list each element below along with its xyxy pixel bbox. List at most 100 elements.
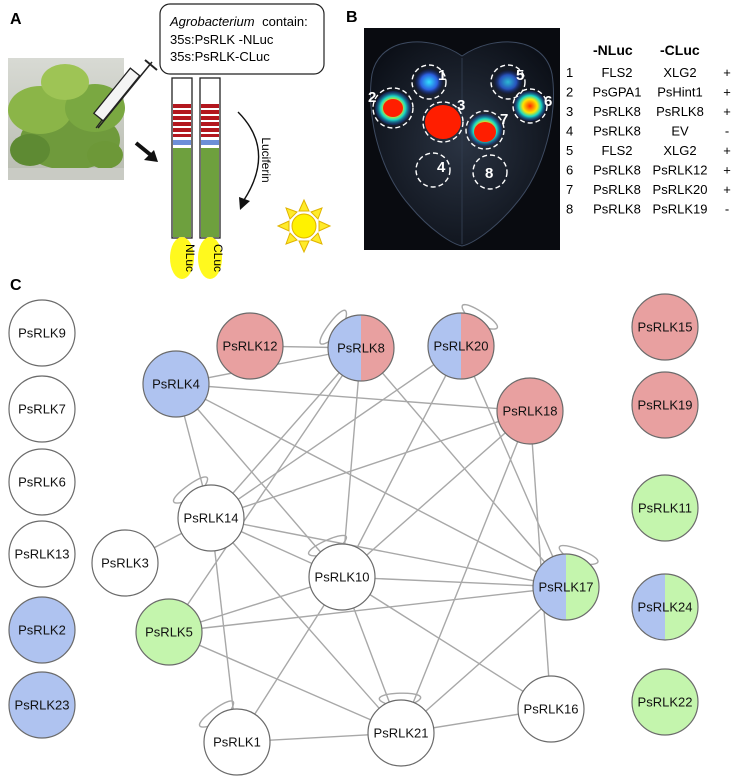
node-label: PsRLK11 <box>638 501 692 516</box>
node-psrlk23: PsRLK23 <box>8 671 76 739</box>
row-number: 4 <box>566 124 573 139</box>
callout-line2: 35s:PsRLK -NLuc <box>170 32 274 47</box>
row-result: + <box>723 163 731 178</box>
node-psrlk9: PsRLK9 <box>8 299 76 367</box>
node-label: PsRLK10 <box>315 570 370 585</box>
row-nluc: FLS2 <box>601 65 632 80</box>
row-nluc: PsRLK8 <box>593 202 641 217</box>
spot-label: 3 <box>457 97 465 114</box>
row-number: 6 <box>566 163 573 178</box>
row-result: + <box>723 182 731 197</box>
node-label: PsRLK5 <box>145 625 193 640</box>
network-edge <box>341 345 462 578</box>
node-label: PsRLK8 <box>337 341 385 356</box>
node-label: PsRLK18 <box>503 404 558 419</box>
node-psrlk13: PsRLK13 <box>8 520 76 588</box>
node-label: PsRLK19 <box>638 398 693 413</box>
network-edge <box>210 517 238 743</box>
header-nluc: -NLuc <box>593 42 633 58</box>
table-row: 7 PsRLK8 PsRLK20 + <box>566 182 731 197</box>
node-label: PsRLK12 <box>223 339 278 354</box>
panel-c: C PsRLK9PsRLK7PsRLK6PsRLK13PsRLK2PsRLK23… <box>8 277 699 776</box>
network-edge <box>210 410 531 519</box>
node-label: PsRLK23 <box>15 698 70 713</box>
node-label: PsRLK21 <box>374 726 429 741</box>
cluc-tag <box>198 237 222 279</box>
network-edge <box>341 347 362 578</box>
row-number: 8 <box>566 202 573 217</box>
spot-label: 1 <box>438 67 446 84</box>
network-edge <box>168 347 362 633</box>
cluc-label: CLuc <box>211 244 225 272</box>
network-edge <box>210 517 567 588</box>
row-number: 7 <box>566 182 573 197</box>
node-label: PsRLK22 <box>638 695 693 710</box>
header-cluc: -CLuc <box>660 42 700 58</box>
network-edge <box>341 576 567 588</box>
node-label: PsRLK3 <box>101 556 149 571</box>
callout-box <box>159 3 325 75</box>
node-psrlk2: PsRLK2 <box>8 596 76 664</box>
spot-label: 4 <box>437 159 446 176</box>
self-loop-edge <box>461 303 498 330</box>
node-label: PsRLK2 <box>18 623 66 638</box>
node-label: PsRLK14 <box>184 511 239 526</box>
row-number: 5 <box>566 143 573 158</box>
row-cluc: PsRLK8 <box>656 104 704 119</box>
node-psrlk21: PsRLK21 <box>367 699 435 767</box>
row-nluc: PsRLK8 <box>593 104 641 119</box>
row-nluc: PsRLK8 <box>593 182 641 197</box>
row-result: - <box>725 202 729 217</box>
self-loop-edge <box>558 544 599 566</box>
network-edge <box>168 631 402 734</box>
node-psrlk6: PsRLK6 <box>8 448 76 516</box>
luciferin-arrow <box>237 111 260 201</box>
construct-nluc <box>171 77 193 239</box>
network-edge <box>360 347 567 588</box>
node-psrlk22: PsRLK22 <box>631 668 699 736</box>
node-psrlk4: PsRLK4 <box>142 350 210 418</box>
row-result: + <box>723 85 731 100</box>
nluc-tag <box>170 237 194 279</box>
luciferin-label: Luciferin <box>259 137 273 182</box>
sun-icon <box>276 198 332 254</box>
callout-contain: contain: <box>262 14 308 29</box>
network-edge <box>529 410 552 710</box>
panel-a: A Agrobacterium contain: <box>8 3 332 279</box>
row-number: 2 <box>566 85 573 100</box>
row-nluc: PsGPA1 <box>593 85 642 100</box>
node-psrlk19: PsRLK19 <box>631 371 699 439</box>
row-cluc: XLG2 <box>663 143 696 158</box>
self-loop-edge <box>319 309 348 345</box>
node-psrlk15: PsRLK15 <box>631 293 699 361</box>
network-edge <box>400 586 567 734</box>
node-psrlk5: PsRLK5 <box>135 598 203 666</box>
row-cluc: PsRLK20 <box>653 182 708 197</box>
row-nluc: FLS2 <box>601 143 632 158</box>
network-edge <box>175 383 343 578</box>
node-psrlk12: PsRLK12 <box>216 312 284 380</box>
row-result: + <box>723 143 731 158</box>
node-label: PsRLK13 <box>15 547 70 562</box>
node-psrlk10: PsRLK10 <box>308 543 376 611</box>
self-loop-edge <box>199 700 235 728</box>
nluc-label: NLuc <box>183 244 197 272</box>
row-result: + <box>723 104 731 119</box>
spot-label: 8 <box>485 165 493 182</box>
node-label: PsRLK9 <box>18 326 66 341</box>
row-result: + <box>723 65 731 80</box>
node-psrlk11: PsRLK11 <box>631 474 699 542</box>
node-psrlk7: PsRLK7 <box>8 375 76 443</box>
row-result: - <box>725 124 729 139</box>
node-psrlk3: PsRLK3 <box>91 529 159 597</box>
node-psrlk20: PsRLK20 <box>427 312 495 380</box>
row-cluc: PsRLK12 <box>653 163 708 178</box>
row-nluc: PsRLK8 <box>593 124 641 139</box>
node-label: PsRLK17 <box>539 580 594 595</box>
node-label: PsRLK7 <box>18 402 66 417</box>
row-cluc: PsHint1 <box>657 85 703 100</box>
spot-label: 6 <box>544 93 552 110</box>
